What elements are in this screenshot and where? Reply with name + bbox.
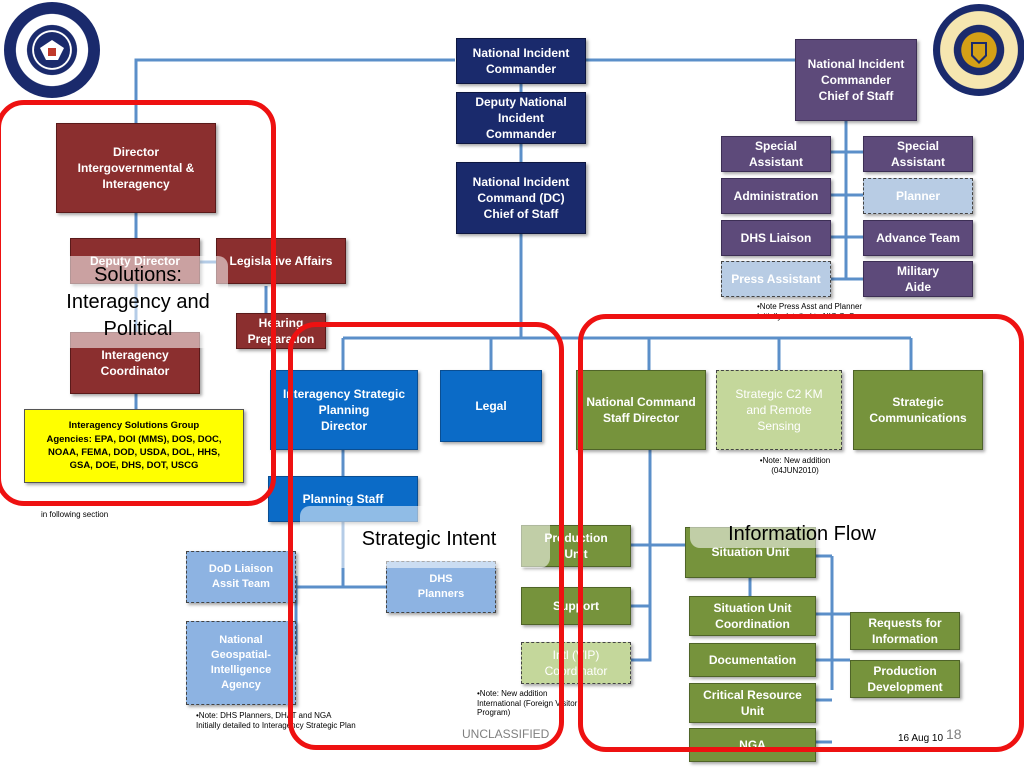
node-situation-unit-coordination: Situation Unit Coordination <box>689 596 816 636</box>
node-advance-team: Advance Team <box>863 220 973 256</box>
highlight-strategic-intent <box>288 322 564 750</box>
node-special-assistant-2: Special Assistant <box>863 136 973 172</box>
node-documentation: Documentation <box>689 643 816 677</box>
note-c2-addition: •Note: New addition (04JUN2010) <box>759 456 831 475</box>
footer-page-number: 18 <box>946 726 962 742</box>
node-nic-chief-of-staff: National Incident Commander Chief of Sta… <box>795 39 917 121</box>
node-director-intergovernmental: Director Intergovernmental & Interagency <box>56 123 216 213</box>
node-isp-director: Interagency Strategic Planning Director <box>270 370 418 450</box>
overlay-information-flow: Information Flow <box>728 523 876 545</box>
node-strategic-c2-km: Strategic C2 KM and Remote Sensing <box>716 370 842 450</box>
node-national-incident-commander: National Incident Commander <box>456 38 586 84</box>
node-dhs-planners: DHS Planners <box>386 561 496 613</box>
eagle-icon <box>34 32 70 68</box>
node-planner: Planner <box>863 178 973 214</box>
note-intl-addition: •Note: New addition International (Forei… <box>477 689 578 718</box>
node-interagency-solutions-group: Interagency Solutions Group Agencies: EP… <box>24 409 244 483</box>
node-dod-liaison: DoD Liaison Assit Team <box>186 551 296 603</box>
node-hearing-preparation: Hearing Preparation <box>236 313 326 349</box>
strategic-intent-label-backdrop <box>300 506 550 568</box>
node-support: Support <box>521 587 631 625</box>
node-military-aide: Military Aide <box>863 261 973 297</box>
node-legislative-affairs: Legislative Affairs <box>216 238 346 284</box>
node-strategic-communications: Strategic Communications <box>853 370 983 450</box>
node-press-assistant: Press Assistant <box>721 261 831 297</box>
node-administration: Administration <box>721 178 831 214</box>
overlay-strategic-intent: Strategic Intent <box>361 528 497 550</box>
node-dhs-liaison: DHS Liaison <box>721 220 831 256</box>
footer-classification: UNCLASSIFIED <box>462 727 550 741</box>
node-legal: Legal <box>440 370 542 442</box>
node-requests-for-information: Requests for Information <box>850 612 960 650</box>
information-flow-label-backdrop <box>690 514 900 548</box>
note-dhs-planners: •Note: DHS Planners, DHAT and NGA Initia… <box>196 711 356 730</box>
highlight-information-flow <box>578 314 1024 752</box>
highlight-solutions <box>0 100 276 506</box>
solutions-label-backdrop <box>52 256 228 348</box>
note-following-section: in following section <box>41 510 109 519</box>
node-special-assistant-1: Special Assistant <box>721 136 831 172</box>
node-ncs-director: National Command Staff Director <box>576 370 706 450</box>
node-nic-dc-chief-of-staff: National Incident Command (DC) Chief of … <box>456 162 586 234</box>
node-critical-resource-unit: Critical Resource Unit <box>689 683 816 723</box>
node-deputy-nic: Deputy National Incident Commander <box>456 92 586 144</box>
overlay-solutions: Solutions: Interagency and Political <box>66 264 210 340</box>
nic-seal-logo <box>933 4 1024 96</box>
dhs-seal-logo <box>4 2 100 98</box>
footer-date: 16 Aug 10 <box>898 733 944 744</box>
node-production-development: Production Development <box>850 660 960 698</box>
node-nga-agency: National Geospatial- Intelligence Agency <box>186 621 296 705</box>
shield-icon <box>971 42 987 64</box>
